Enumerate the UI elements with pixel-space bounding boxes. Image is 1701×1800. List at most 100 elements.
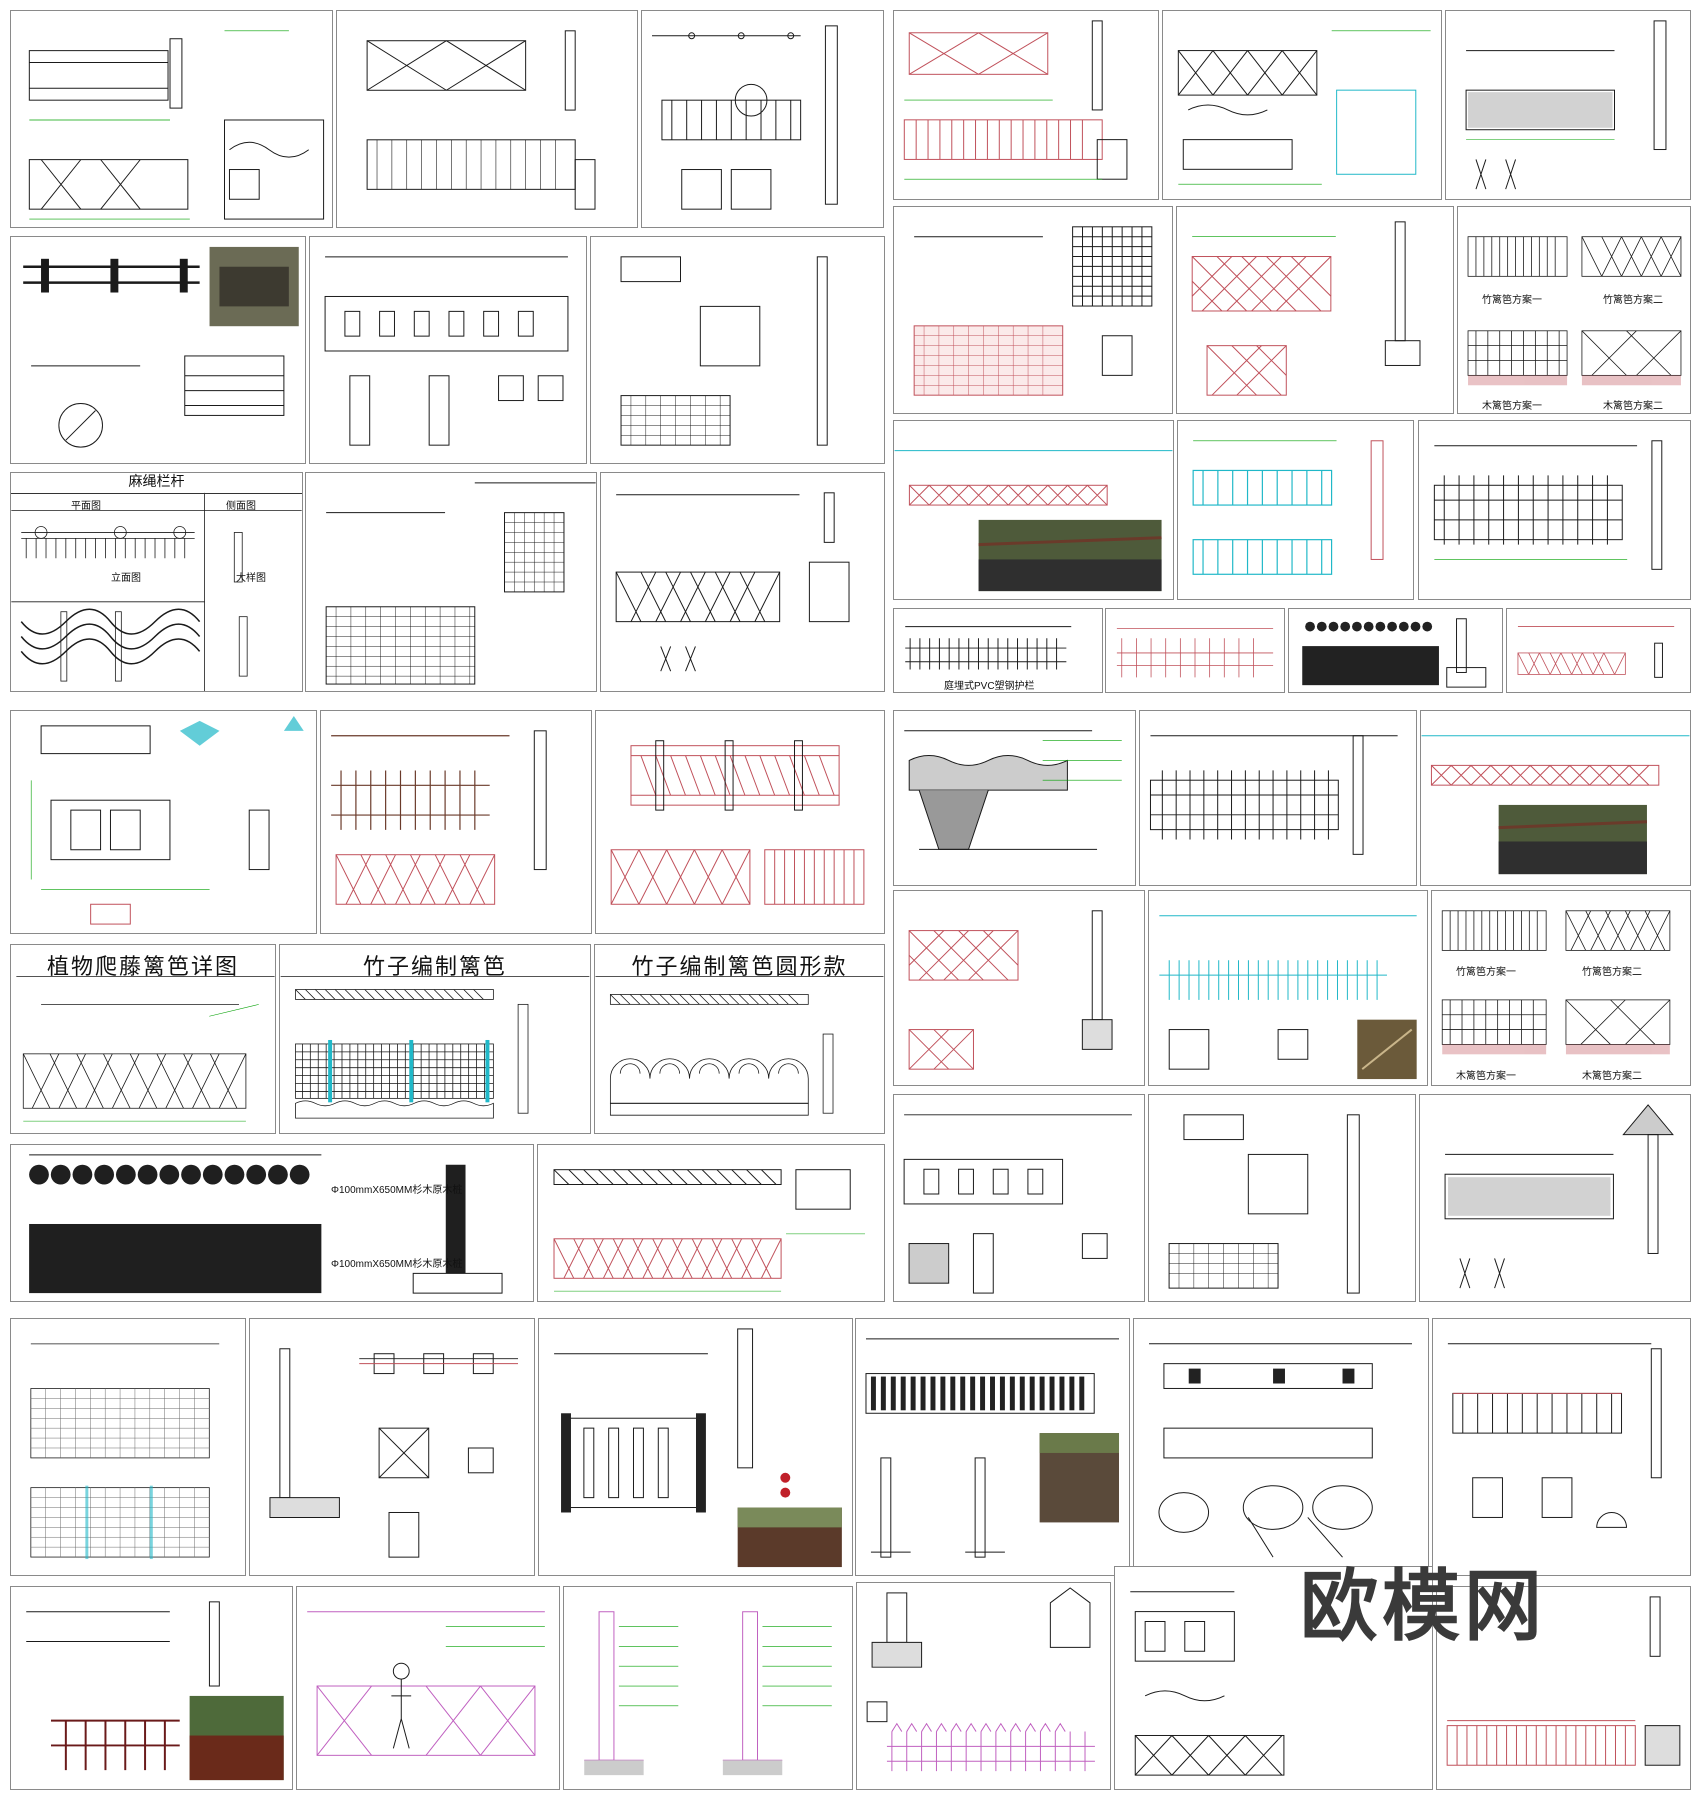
railing-sheet-18: 庭埋式PVC塑钢护栏 bbox=[893, 608, 1103, 693]
railing-drawing-22 bbox=[30, 715, 304, 925]
railing-sheet-39 bbox=[1133, 1318, 1429, 1576]
railing-sheet-14 bbox=[600, 472, 885, 692]
railing-sheet-22 bbox=[10, 710, 317, 934]
railing-sheet-9 bbox=[590, 236, 885, 464]
railing-sheet-45 bbox=[1114, 1566, 1433, 1790]
railing-sheet-44 bbox=[856, 1582, 1111, 1790]
railing-drawing-5 bbox=[1177, 30, 1431, 185]
railing-sheet-11 bbox=[1176, 206, 1454, 414]
plant-vine-fence-drawing bbox=[16, 976, 275, 1122]
bamboo-woven-fence-round-drawing bbox=[595, 976, 884, 1116]
railing-sheet-1 bbox=[10, 10, 333, 228]
railing-drawing-27 bbox=[1421, 735, 1690, 875]
railing-sheet-8 bbox=[309, 236, 587, 464]
railing-drawing-32 bbox=[903, 1114, 1132, 1294]
wood-scheme-1-label-b: 木篱笆方案一 bbox=[1456, 1071, 1516, 1082]
railing-sheet-24 bbox=[595, 710, 885, 934]
railing-sheet-34 bbox=[1419, 1094, 1691, 1302]
railing-drawing-8 bbox=[324, 256, 569, 446]
railing-sheet-4 bbox=[893, 10, 1159, 200]
railing-sheet-17 bbox=[1418, 420, 1691, 600]
railing-sheet-16 bbox=[1177, 420, 1414, 600]
bamboo-woven-fence-round-sheet: 竹子编制篱笆圆形款 bbox=[594, 944, 885, 1134]
railing-sheet-28 bbox=[893, 890, 1145, 1086]
railing-sheet-41 bbox=[10, 1586, 293, 1790]
railing-drawing-4 bbox=[903, 20, 1128, 180]
railing-sheet-36 bbox=[249, 1318, 535, 1576]
elevation-view-label: 立面图 bbox=[111, 573, 141, 584]
wood-scheme-2-label: 木篱笆方案二 bbox=[1603, 401, 1663, 412]
railing-drawing-12 bbox=[1467, 236, 1682, 386]
railing-drawing-9 bbox=[620, 256, 828, 446]
railing-drawing-34 bbox=[1444, 1104, 1674, 1289]
railing-sheet-37 bbox=[538, 1318, 853, 1576]
railing-drawing-6 bbox=[1465, 20, 1667, 190]
railing-sheet-29 bbox=[1148, 890, 1428, 1086]
railing-drawing-31 bbox=[553, 1169, 866, 1292]
railing-drawing-41 bbox=[26, 1601, 284, 1781]
railing-drawing-44 bbox=[866, 1587, 1095, 1772]
railing-drawing-11 bbox=[1191, 221, 1421, 396]
railing-drawing-33 bbox=[1168, 1114, 1360, 1294]
railing-sheet-19 bbox=[1105, 608, 1285, 693]
railing-drawing-42 bbox=[307, 1611, 545, 1756]
plan-view-label: 平面图 bbox=[71, 501, 101, 512]
bamboo-scheme-2-label: 竹篱笆方案二 bbox=[1603, 295, 1663, 306]
railing-drawing-1 bbox=[28, 30, 325, 220]
railing-drawing-46 bbox=[1446, 1596, 1681, 1766]
railing-sheet-13 bbox=[305, 472, 597, 692]
railing-sheet-6 bbox=[1445, 10, 1691, 200]
railing-drawing-2 bbox=[366, 30, 596, 210]
large-sample-label: 大样图 bbox=[236, 573, 266, 584]
hemp-rope-railing-title: 麻绳栏杆 bbox=[11, 473, 302, 494]
log-pile-sheet: Φ100mmX650MM杉木原木桩 Φ100mmX650MM杉木原木桩 bbox=[10, 1144, 534, 1302]
railing-drawing-18 bbox=[905, 626, 1072, 670]
railing-sheet-2 bbox=[336, 10, 638, 228]
railing-sheet-31 bbox=[537, 1144, 885, 1302]
plant-vine-fence-sheet: 植物爬藤篱笆详图 bbox=[10, 944, 276, 1134]
railing-drawing-10 bbox=[913, 226, 1153, 396]
railing-sheet-12: 竹篱笆方案一 竹篱笆方案二 木篱笆方案一 木篱笆方案二 bbox=[1457, 206, 1691, 414]
railing-drawing-25 bbox=[904, 730, 1122, 850]
railing-drawing-39 bbox=[1149, 1343, 1412, 1558]
railing-drawing-45 bbox=[1130, 1591, 1285, 1776]
railing-sheet-27 bbox=[1420, 710, 1691, 886]
railing-sheet-43 bbox=[563, 1586, 853, 1790]
railing-sheet-32 bbox=[893, 1094, 1145, 1302]
railing-drawing-19 bbox=[1116, 628, 1274, 678]
railing-sheet-42 bbox=[296, 1586, 560, 1790]
railing-drawing-17 bbox=[1433, 440, 1663, 570]
bamboo-woven-fence-drawing bbox=[280, 976, 590, 1119]
railing-sheet-23 bbox=[320, 710, 592, 934]
railing-sheet-26 bbox=[1139, 710, 1417, 886]
railing-sheet-3 bbox=[641, 10, 884, 228]
railing-sheet-25 bbox=[893, 710, 1136, 886]
railing-sheet-30: 竹篱笆方案一 竹篱笆方案二 木篱笆方案一 木篱笆方案二 bbox=[1431, 890, 1691, 1086]
bamboo-scheme-1-label-b: 竹篱笆方案一 bbox=[1456, 967, 1516, 978]
log-pile-drawing bbox=[29, 1154, 503, 1294]
railing-drawing-7 bbox=[23, 246, 299, 448]
hemp-rope-drawing bbox=[11, 492, 302, 691]
railing-drawing-14 bbox=[615, 492, 850, 672]
railing-sheet-38 bbox=[855, 1318, 1130, 1576]
railing-sheet-46 bbox=[1436, 1586, 1691, 1790]
railing-drawing-29 bbox=[1159, 915, 1417, 1080]
log-pile-spec: Φ100mmX650MM杉木原木桩 bbox=[331, 1185, 463, 1196]
railing-drawing-26 bbox=[1149, 735, 1398, 855]
wood-scheme-1-label: 木篱笆方案一 bbox=[1482, 401, 1542, 412]
bamboo-woven-fence-title: 竹子编制篱笆 bbox=[362, 954, 507, 979]
railing-drawing-35 bbox=[30, 1343, 220, 1560]
railing-drawing-20 bbox=[1302, 618, 1487, 688]
hemp-rope-railing-sheet: 麻绳栏杆 平面图 侧面图 立面图 大样图 bbox=[10, 472, 303, 692]
railing-drawing-40 bbox=[1447, 1343, 1662, 1528]
bamboo-woven-fence-round-title: 竹子编制篱笆圆形款 bbox=[631, 954, 848, 979]
railing-drawing-21 bbox=[1517, 626, 1675, 678]
railing-sheet-33 bbox=[1148, 1094, 1416, 1302]
railing-drawing-38 bbox=[865, 1338, 1120, 1558]
watermark-logo: 欧模网 bbox=[1300, 1562, 1547, 1652]
log-pile-spec-2: Φ100mmX650MM杉木原木桩 bbox=[331, 1259, 463, 1270]
side-view-label: 侧面图 bbox=[226, 501, 256, 512]
railing-drawing-43 bbox=[584, 1611, 832, 1776]
railing-sheet-35 bbox=[10, 1318, 246, 1576]
bamboo-woven-fence-sheet: 竹子编制篱笆 bbox=[279, 944, 591, 1134]
